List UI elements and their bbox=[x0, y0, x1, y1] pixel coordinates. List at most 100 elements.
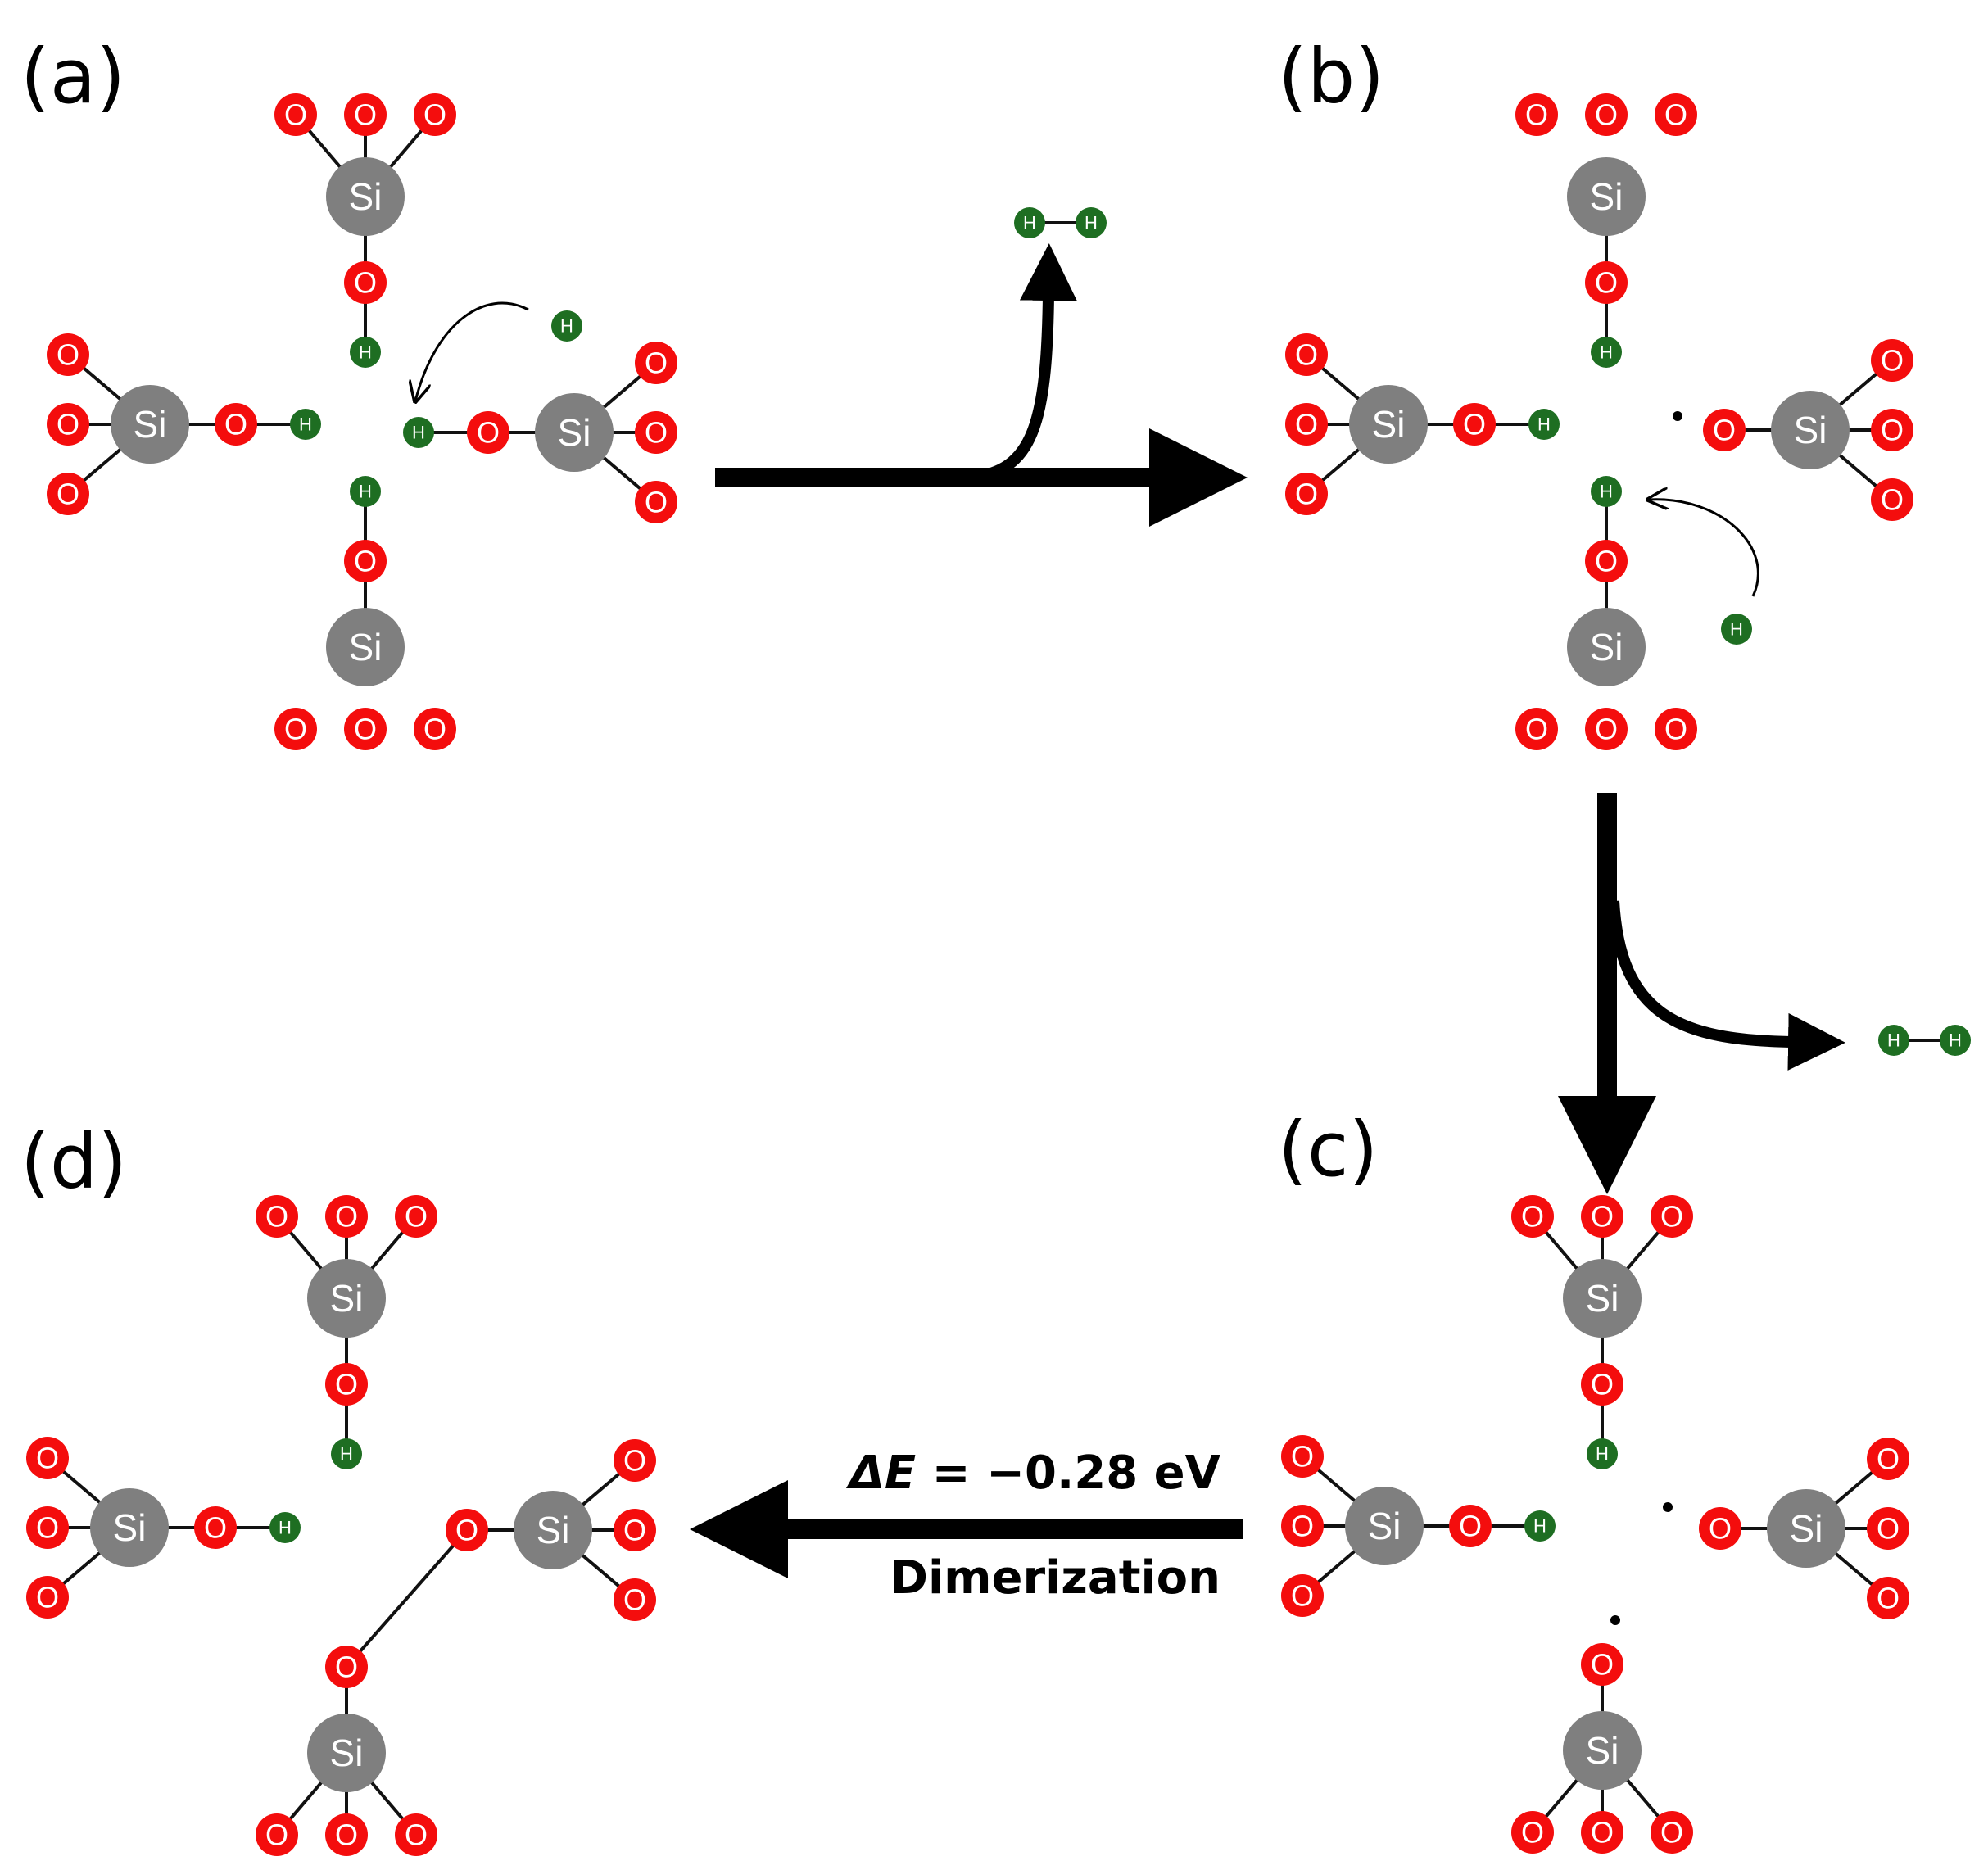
d-top-oxygen-2-circle bbox=[395, 1195, 437, 1238]
b-bottom-chain-h-1: H bbox=[1591, 476, 1622, 507]
panel-label-a: (a) bbox=[20, 33, 125, 120]
a-free-hydrogen: H bbox=[551, 310, 582, 342]
h2-molecule-top-hydrogen-2: H bbox=[1076, 207, 1107, 238]
c-bottom-oxygen-1-label: O bbox=[1591, 1816, 1614, 1850]
a-top-chain-h-1: H bbox=[350, 337, 381, 368]
d-left-chain-h-1: H bbox=[269, 1512, 301, 1543]
b-top-oxygen-1-label: O bbox=[1595, 98, 1618, 132]
d-right-oxygen-0-label: O bbox=[623, 1444, 646, 1478]
b-right-oxygen-1: O bbox=[1871, 409, 1913, 451]
b-left-oxygen-2: O bbox=[1285, 473, 1328, 515]
a-right-chain-o-0-label: O bbox=[477, 416, 500, 450]
c-top-chain-o-0: O bbox=[1581, 1363, 1623, 1406]
mechanism-arrow-a bbox=[415, 301, 529, 401]
b-left-chain-h-1-circle bbox=[1528, 409, 1560, 440]
c-right-oxygen-1: O bbox=[1867, 1507, 1909, 1550]
c-top-chain-h-1-circle bbox=[1587, 1438, 1618, 1469]
c-right-silicon-circle bbox=[1767, 1489, 1845, 1568]
b-left-oxygen-1-circle bbox=[1285, 403, 1328, 446]
b-left-chain-h-1: H bbox=[1528, 409, 1560, 440]
a-top-oxygen-0-circle bbox=[274, 93, 317, 136]
b-left-oxygen-1: O bbox=[1285, 403, 1328, 446]
c-bottom-oxygen-2-label: O bbox=[1660, 1816, 1683, 1850]
b-top-silicon: Si bbox=[1567, 157, 1646, 236]
c-bottom-oxygen-2: O bbox=[1651, 1811, 1693, 1854]
b-bottom-chain-h-1-circle bbox=[1591, 476, 1622, 507]
a-bottom-chain-o-0: O bbox=[344, 540, 387, 582]
d-left-chain-h-1-label: H bbox=[279, 1518, 292, 1538]
d-bridge-bond bbox=[345, 1528, 469, 1669]
d-top-oxygen-0-label: O bbox=[265, 1200, 288, 1234]
c-right-chain-o-0: O bbox=[1699, 1507, 1741, 1550]
c-top-oxygen-1-circle bbox=[1581, 1195, 1623, 1238]
a-bottom-oxygen-1: O bbox=[344, 708, 387, 750]
a-left-oxygen-2-circle bbox=[47, 473, 89, 515]
b-left-chain-o-0: O bbox=[1453, 403, 1496, 446]
h2-molecule-top-hydrogen-1-label: H bbox=[1023, 213, 1036, 233]
d-right-oxygen-0: O bbox=[614, 1439, 656, 1482]
c-bottom-oxygen-2-circle bbox=[1651, 1811, 1693, 1854]
d-right-chain-o-0-label: O bbox=[455, 1514, 478, 1547]
a-bottom-oxygen-0-circle bbox=[274, 708, 317, 750]
b-free-hydrogen: H bbox=[1721, 614, 1752, 645]
c-top-silicon-label: Si bbox=[1586, 1277, 1619, 1320]
a-top-chain-o-0-circle bbox=[344, 261, 387, 304]
d-bottom-oxygen-2-label: O bbox=[405, 1818, 428, 1852]
b-top-oxygen-2: O bbox=[1655, 93, 1697, 136]
d-left-oxygen-2-circle bbox=[26, 1576, 69, 1619]
a-left-chain-h-1: H bbox=[290, 409, 321, 440]
a-right-oxygen-1: O bbox=[635, 411, 677, 454]
c-top-silicon-circle bbox=[1563, 1259, 1642, 1338]
b-top-oxygen-1-circle bbox=[1585, 93, 1628, 136]
radical-dot-b bbox=[1673, 411, 1682, 421]
c-right-silicon-label: Si bbox=[1790, 1507, 1823, 1550]
c-left-oxygen-2-circle bbox=[1281, 1574, 1324, 1617]
a-top-silicon-circle bbox=[326, 157, 405, 236]
a-right-chain-h-1-label: H bbox=[412, 423, 425, 443]
b-right-oxygen-1-circle bbox=[1871, 409, 1913, 451]
b-bottom-oxygen-1: O bbox=[1585, 708, 1628, 750]
d-left-oxygen-1-circle bbox=[26, 1506, 69, 1549]
b-top-oxygen-1: O bbox=[1585, 93, 1628, 136]
a-bottom-chain-h-1: H bbox=[350, 476, 381, 507]
b-left-chain-o-0-label: O bbox=[1463, 408, 1486, 441]
a-left-oxygen-1: O bbox=[47, 403, 89, 446]
a-left-silicon-label: Si bbox=[134, 403, 167, 446]
a-left-oxygen-1-circle bbox=[47, 403, 89, 446]
a-right-oxygen-0-circle bbox=[635, 342, 677, 384]
a-bottom-oxygen-2-label: O bbox=[423, 713, 446, 746]
a-top-oxygen-0-label: O bbox=[284, 98, 307, 132]
d-top-chain-h-1-circle bbox=[331, 1438, 362, 1469]
b-left-chain-o-0-circle bbox=[1453, 403, 1496, 446]
b-top-oxygen-0: O bbox=[1515, 93, 1558, 136]
c-left-oxygen-1-circle bbox=[1281, 1505, 1324, 1547]
panel-label-b: (b) bbox=[1278, 33, 1384, 120]
b-top-oxygen-0-circle bbox=[1515, 93, 1558, 136]
a-bottom-oxygen-2: O bbox=[414, 708, 456, 750]
a-bottom-chain-h-1-label: H bbox=[359, 482, 372, 502]
d-left-oxygen-1: O bbox=[26, 1506, 69, 1549]
a-top-chain-o-0: O bbox=[344, 261, 387, 304]
h2-molecule-right-hydrogen-2-label: H bbox=[1949, 1030, 1962, 1051]
c-bottom-oxygen-0: O bbox=[1511, 1811, 1554, 1854]
a-left-chain-h-1-circle bbox=[290, 409, 321, 440]
c-top-silicon: Si bbox=[1563, 1259, 1642, 1338]
radical-dot-c-bottom bbox=[1610, 1615, 1620, 1625]
d-bottom-oxygen-1: O bbox=[325, 1813, 368, 1856]
b-right-oxygen-0-label: O bbox=[1881, 344, 1904, 378]
d-bottom-silicon-label: Si bbox=[330, 1732, 364, 1774]
d-right-chain-o-0: O bbox=[446, 1509, 488, 1551]
c-left-oxygen-1-label: O bbox=[1291, 1510, 1314, 1543]
a-left-oxygen-1-label: O bbox=[57, 408, 79, 441]
a-right-oxygen-0: O bbox=[635, 342, 677, 384]
b-left-oxygen-0: O bbox=[1285, 333, 1328, 376]
a-right-silicon: Si bbox=[535, 393, 614, 472]
d-left-silicon-label: Si bbox=[113, 1506, 147, 1549]
a-bottom-chain-h-1-circle bbox=[350, 476, 381, 507]
a-right-chain-h-1: H bbox=[403, 417, 434, 448]
b-free-hydrogen-label: H bbox=[1730, 619, 1743, 640]
a-top-oxygen-2: O bbox=[414, 93, 456, 136]
c-left-chain-o-0-circle bbox=[1449, 1505, 1492, 1547]
a-bottom-oxygen-2-circle bbox=[414, 708, 456, 750]
